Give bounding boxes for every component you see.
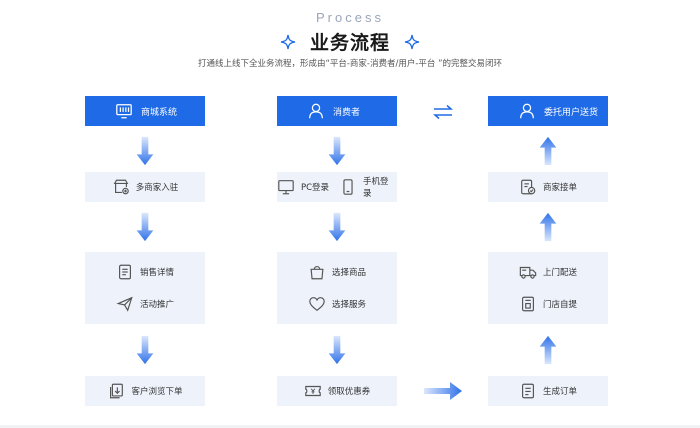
header-delivery: 委托用户送货 <box>488 96 608 126</box>
mobile-icon <box>343 179 353 195</box>
arrow-down-consumer-1 <box>328 136 346 166</box>
arrow-up-delivery-1 <box>539 136 557 166</box>
page-title: 业务流程 <box>309 32 390 54</box>
step-merchant-accept-label: 商家接单 <box>542 183 577 193</box>
bottom-divider <box>0 425 700 428</box>
arrow-down-consumer-3 <box>328 335 346 365</box>
step-customer-order-label: 客户浏览下单 <box>131 387 183 397</box>
arrow-up-delivery-3 <box>539 335 557 365</box>
step-customer-order: 客户浏览下单 <box>85 376 205 406</box>
arrow-up-delivery-2 <box>539 212 557 242</box>
shopping-bag-icon <box>310 266 324 280</box>
step-mobile-login-label: 手机登录 <box>363 177 389 199</box>
step-sales-detail-label: 销售详情 <box>139 268 174 278</box>
arrow-down-consumer-2 <box>328 212 346 242</box>
page-subtitle: 打通线上线下全业务流程，形成由“平台-商家-消费者/用户-平台 ”的完整交易闭环 <box>197 59 503 69</box>
process-eyebrow: Process <box>316 10 384 25</box>
header-consumer: 消费者 <box>277 96 397 126</box>
store-add-icon <box>113 179 129 195</box>
delivery-truck-icon <box>519 266 537 279</box>
sparkle-right-icon <box>404 34 420 49</box>
step-coupon: 领取优惠券 <box>277 376 397 406</box>
step-pc-login-label: PC登录 <box>300 183 330 193</box>
order-document-icon <box>521 383 534 399</box>
arrow-down-merchant-3 <box>136 335 154 365</box>
step-select-service-label: 选择服务 <box>331 300 366 310</box>
arrow-right-bottom <box>424 382 462 400</box>
sparkle-left-icon <box>280 34 296 49</box>
step-coupon-label: 领取优惠券 <box>327 387 371 397</box>
step-multi-merchant: 多商家入驻 <box>85 172 205 202</box>
document-list-icon <box>118 264 131 280</box>
monitor-grid-icon <box>116 104 132 119</box>
arrow-down-merchant-2 <box>136 212 154 242</box>
step-generate-order: 生成订单 <box>488 376 608 406</box>
exchange-arrows-icon <box>433 104 453 120</box>
step-select-goods-label: 选择商品 <box>331 268 366 278</box>
coupon-icon <box>304 385 321 397</box>
header-consumer-label: 消费者 <box>333 107 361 118</box>
step-generate-order-label: 生成订单 <box>542 387 577 397</box>
step-select: 选择商品 选择服务 <box>277 252 397 324</box>
header-merchant-system: 商城系统 <box>85 96 205 126</box>
order-check-icon <box>521 179 536 195</box>
title-row: 业务流程 <box>0 28 700 55</box>
step-multi-merchant-label: 多商家入驻 <box>135 183 179 193</box>
heart-icon <box>309 297 325 312</box>
step-promotion-label: 活动推广 <box>139 300 174 310</box>
step-sales-promotion: 销售详情 活动推广 <box>85 252 205 324</box>
step-merchant-accept: 商家接单 <box>488 172 608 202</box>
store-pickup-icon <box>521 296 534 312</box>
paper-plane-icon <box>116 296 133 312</box>
step-fulfillment: 上门配送 门店自提 <box>488 252 608 324</box>
step-door-delivery-label: 上门配送 <box>542 268 577 278</box>
copy-download-icon <box>110 383 124 399</box>
desktop-icon <box>278 180 294 195</box>
header-merchant-label: 商城系统 <box>141 107 178 118</box>
arrow-down-merchant-1 <box>136 136 154 166</box>
user-icon <box>309 103 323 119</box>
header-delivery-label: 委托用户送货 <box>544 107 599 118</box>
step-store-pickup-label: 门店自提 <box>542 300 577 310</box>
step-login: PC登录 手机登录 <box>277 172 397 202</box>
user-icon <box>520 103 534 119</box>
